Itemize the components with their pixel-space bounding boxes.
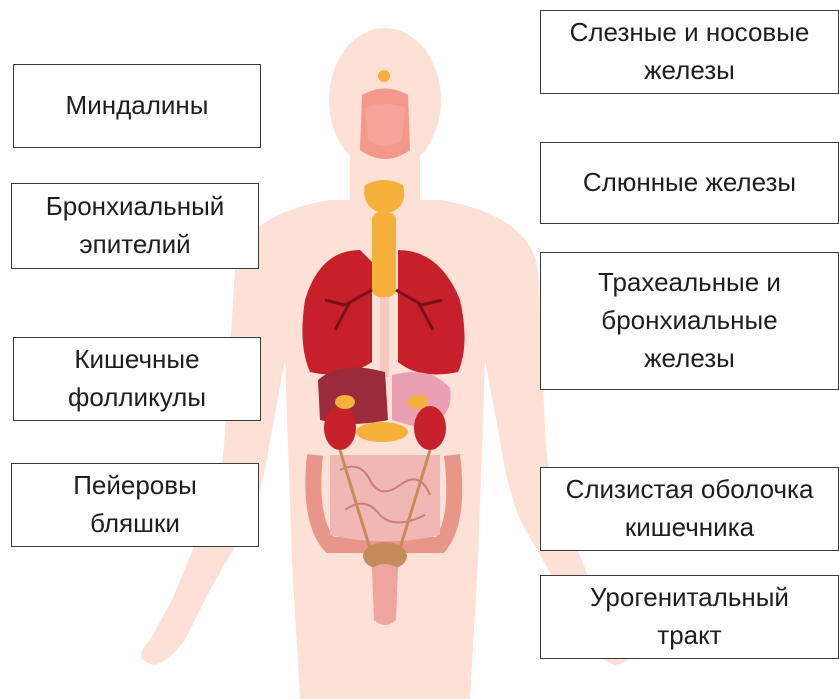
label-tracheal-bronchial-glands: Трахеальные и бронхиальные железы xyxy=(540,252,839,390)
label-intestinal-mucosa-text: Слизистая оболочка кишечника xyxy=(566,471,814,546)
label-bronchial-epithelium-text: Бронхиальный эпителий xyxy=(46,188,225,263)
urogenital-organ xyxy=(372,564,398,625)
label-peyer-patches: Пейеровы бляшки xyxy=(11,463,259,547)
kidney-right xyxy=(414,406,446,450)
pancreas xyxy=(356,422,408,442)
organs xyxy=(302,70,464,625)
label-intestinal-mucosa: Слизистая оболочка кишечника xyxy=(540,467,839,551)
label-bronchial-epithelium: Бронхиальный эпителий xyxy=(11,183,259,269)
label-intestinal-follicles-text: Кишечные фолликулы xyxy=(68,341,206,416)
label-intestinal-follicles: Кишечные фолликулы xyxy=(13,337,261,421)
label-tonsils: Миндалины xyxy=(13,64,261,148)
label-peyer-patches-text: Пейеровы бляшки xyxy=(73,467,197,542)
lacrimal-gland-mark xyxy=(378,70,390,82)
label-tonsils-text: Миндалины xyxy=(66,87,209,125)
label-salivary-glands: Слюнные железы xyxy=(540,142,839,224)
label-urogenital-tract: Урогенитальный тракт xyxy=(540,575,839,659)
label-tracheal-bronchial-glands-text: Трахеальные и бронхиальные железы xyxy=(598,264,781,377)
adrenal-right xyxy=(408,395,428,409)
kidney-left xyxy=(324,406,356,450)
label-urogenital-tract-text: Урогенитальный тракт xyxy=(590,579,789,654)
label-lacrimal-nasal-glands-text: Слезные и носовые железы xyxy=(570,14,810,89)
trachea xyxy=(372,212,396,297)
label-lacrimal-nasal-glands: Слезные и носовые железы xyxy=(540,10,839,94)
esophagus xyxy=(380,297,389,377)
label-salivary-glands-text: Слюнные железы xyxy=(583,164,796,202)
adrenal-left xyxy=(335,395,355,409)
salivary-area xyxy=(365,104,405,146)
